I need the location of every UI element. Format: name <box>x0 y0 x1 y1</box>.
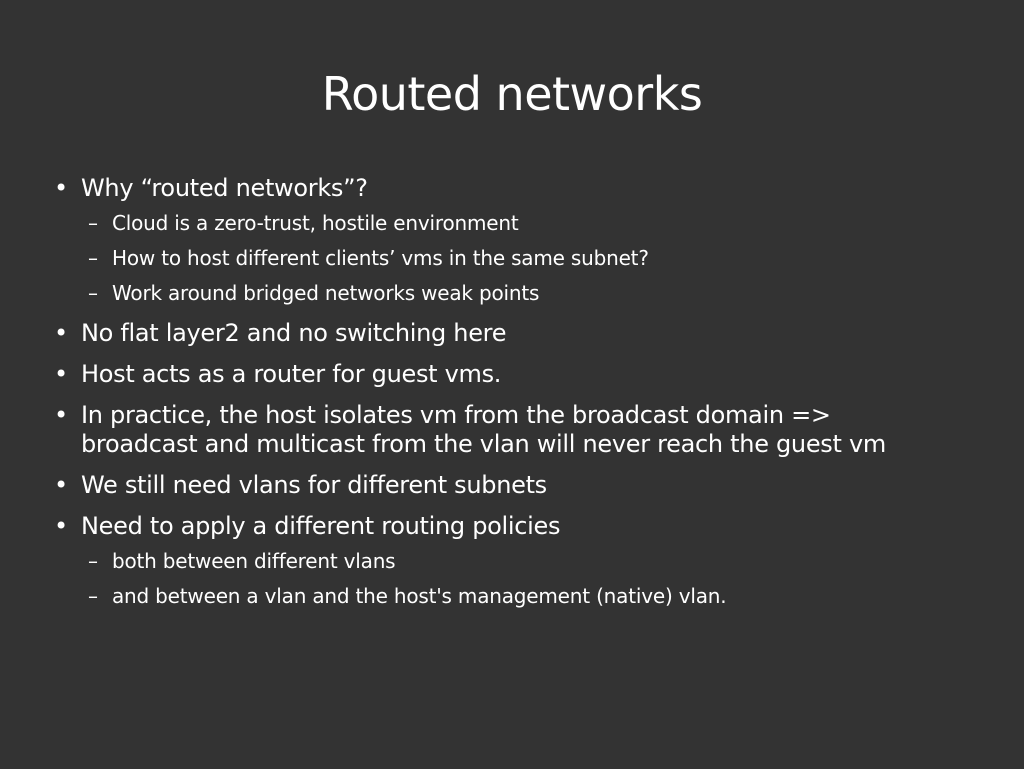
dash-icon: – <box>88 549 98 573</box>
sub-bullet-item: – and between a vlan and the host's mana… <box>54 584 954 608</box>
bullet-text: Why “routed networks”? <box>81 174 368 202</box>
sub-bullet-text: Cloud is a zero-trust, hostile environme… <box>112 211 519 235</box>
bullet-text: In practice, the host isolates vm from t… <box>81 401 886 458</box>
bullet-icon: • <box>54 319 68 347</box>
dash-icon: – <box>88 584 98 608</box>
bullet-icon: • <box>54 360 68 388</box>
bullet-text: Host acts as a router for guest vms. <box>81 360 502 388</box>
bullet-list: • Why “routed networks”? – Cloud is a ze… <box>54 174 954 619</box>
dash-icon: – <box>88 281 98 305</box>
bullet-item: • No flat layer2 and no switching here <box>54 319 954 348</box>
dash-icon: – <box>88 246 98 270</box>
bullet-text: No flat layer2 and no switching here <box>81 319 507 347</box>
sub-bullet-item: – Work around bridged networks weak poin… <box>54 281 954 305</box>
sub-bullet-text: How to host different clients’ vms in th… <box>112 246 649 270</box>
bullet-icon: • <box>54 471 68 499</box>
sub-bullet-text: and between a vlan and the host's manage… <box>112 584 727 608</box>
bullet-item: • In practice, the host isolates vm from… <box>54 401 954 459</box>
bullet-item: • Host acts as a router for guest vms. <box>54 360 954 389</box>
sub-bullet-item: – Cloud is a zero-trust, hostile environ… <box>54 211 954 235</box>
slide-title: Routed networks <box>321 67 703 121</box>
sub-bullet-item: – both between different vlans <box>54 549 954 573</box>
bullet-icon: • <box>54 174 68 202</box>
bullet-item: • Need to apply a different routing poli… <box>54 512 954 541</box>
bullet-text: Need to apply a different routing polici… <box>81 512 561 540</box>
sub-bullet-text: both between different vlans <box>112 549 396 573</box>
dash-icon: – <box>88 211 98 235</box>
bullet-icon: • <box>54 512 68 540</box>
bullet-icon: • <box>54 401 68 429</box>
bullet-text: We still need vlans for different subnet… <box>81 471 547 499</box>
sub-bullet-text: Work around bridged networks weak points <box>112 281 540 305</box>
sub-bullet-item: – How to host different clients’ vms in … <box>54 246 954 270</box>
bullet-item: • Why “routed networks”? <box>54 174 954 203</box>
bullet-item: • We still need vlans for different subn… <box>54 471 954 500</box>
